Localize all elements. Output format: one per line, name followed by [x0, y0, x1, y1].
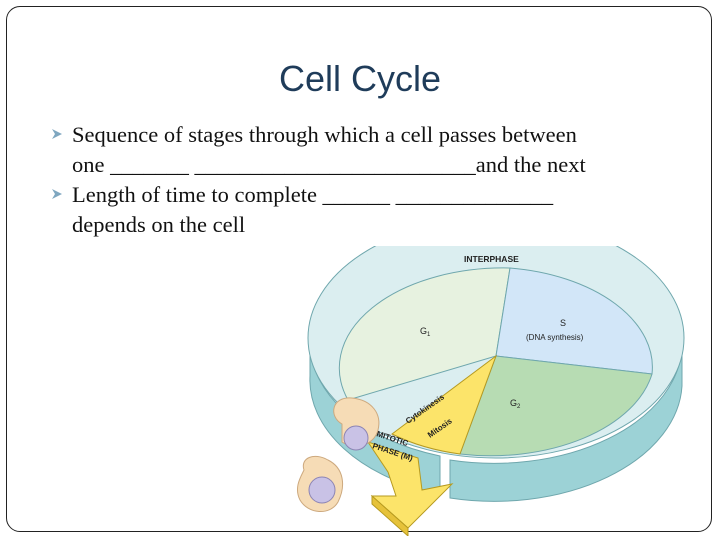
bullet-line: one _______ _________________________and… — [72, 152, 586, 177]
bullet-item: Length of time to complete ______ ______… — [38, 180, 698, 240]
g2-sector — [459, 355, 653, 457]
interphase-label: INTERPHASE — [464, 254, 519, 264]
g2-label: G2 — [510, 398, 521, 410]
g1-subscript: 1 — [427, 332, 431, 338]
slide-title: Cell Cycle — [278, 58, 442, 99]
g2-main: G — [510, 398, 517, 408]
g1-sector — [338, 267, 511, 401]
bullet-diamond-icon — [52, 189, 62, 199]
mitotic-arrow-side — [371, 494, 409, 536]
bullet-item: Sequence of stages through which a cell … — [38, 120, 698, 180]
g1-label: G1 — [420, 326, 431, 338]
ring-side — [449, 345, 683, 502]
g2-subscript: 2 — [517, 404, 521, 410]
bullet-list: Sequence of stages through which a cell … — [38, 120, 698, 240]
m-sector — [391, 354, 498, 455]
s-sector — [495, 267, 653, 375]
bullet-diamond-icon — [52, 129, 62, 139]
cell-upper — [333, 397, 380, 451]
g1-main: G — [420, 326, 427, 336]
cell-lower — [297, 455, 344, 512]
s-label: S — [560, 318, 566, 328]
bullet-line: depends on the cell — [72, 212, 246, 237]
bullet-line: Sequence of stages through which a cell … — [72, 122, 577, 147]
bullet-line: Length of time to complete ______ ______… — [72, 182, 554, 207]
s-detail-label: (DNA synthesis) — [526, 333, 584, 342]
cell-cycle-diagram: INTERPHASE G1 S (DNA synthesis) G2 Cytok… — [297, 246, 685, 536]
